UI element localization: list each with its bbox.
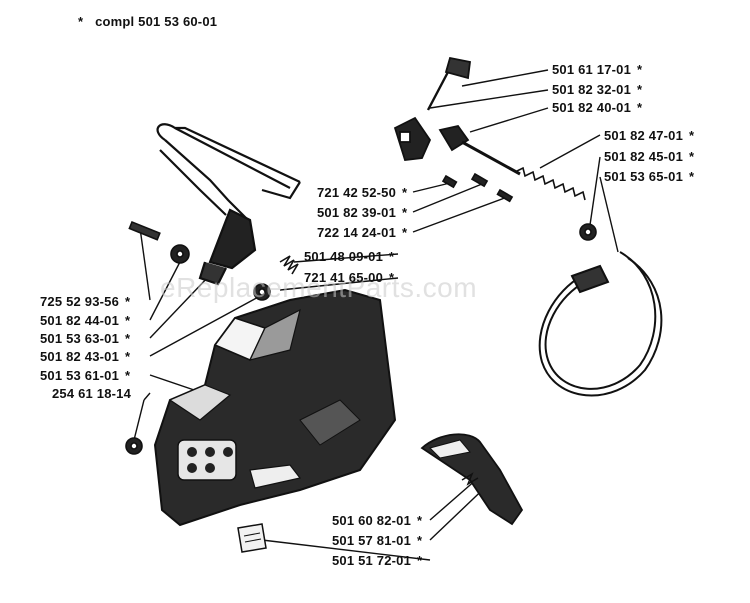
- part-number: 501 51 72-01: [332, 553, 412, 568]
- part-number: 501 53 65-01: [604, 169, 684, 184]
- part-number: 501 48 09-01: [304, 249, 384, 264]
- part-label: 725 52 93-56 *: [40, 294, 130, 309]
- part-number: 725 52 93-56: [40, 294, 120, 309]
- star-marker: *: [402, 225, 408, 240]
- part-number: 501 53 61-01: [40, 368, 120, 383]
- part-label: 501 82 44-01 *: [40, 313, 130, 328]
- part-number: 501 82 39-01: [317, 205, 397, 220]
- assembly-note-text: compl 501 53 60-01: [95, 14, 218, 29]
- star-marker: *: [689, 169, 695, 184]
- star-marker: *: [417, 533, 423, 548]
- part-label: 501 82 40-01 *: [552, 100, 642, 115]
- star-marker: *: [125, 313, 131, 328]
- part-number: 501 82 45-01: [604, 149, 684, 164]
- part-number: 501 60 82-01: [332, 513, 412, 528]
- star-marker: *: [637, 62, 643, 77]
- part-number: 501 82 44-01: [40, 313, 120, 328]
- part-label: 501 82 45-01 *: [604, 149, 694, 164]
- part-number: 501 82 32-01: [552, 82, 632, 97]
- star-marker: *: [402, 185, 408, 200]
- rod-spring: [514, 166, 586, 201]
- part-label: 254 61 18-14: [52, 386, 131, 401]
- star-marker: *: [389, 270, 395, 285]
- part-number: 722 14 24-01: [317, 225, 397, 240]
- part-label: 501 53 65-01 *: [604, 169, 694, 184]
- star-marker: *: [125, 349, 131, 364]
- part-label: 721 42 52-50 *: [317, 185, 407, 200]
- part-number: 501 82 43-01: [40, 349, 120, 364]
- star-marker: *: [637, 100, 643, 115]
- tension-knob-assembly: [393, 56, 521, 176]
- middle-spring: [279, 255, 299, 275]
- part-number: 501 53 63-01: [40, 331, 120, 346]
- small-plate: [237, 523, 267, 553]
- watermark: eReplacementParts.com: [160, 272, 478, 303]
- part-label: 501 82 39-01 *: [317, 205, 407, 220]
- part-number: 721 42 52-50: [317, 185, 397, 200]
- part-label: 721 41 65-00 *: [304, 270, 394, 285]
- part-label: 501 82 43-01 *: [40, 349, 130, 364]
- part-label: 501 53 63-01 *: [40, 331, 130, 346]
- star-marker: *: [125, 331, 131, 346]
- part-label: 501 51 72-01 *: [332, 553, 422, 568]
- front-handle: [156, 123, 301, 286]
- part-label: 501 60 82-01 *: [332, 513, 422, 528]
- part-number: 501 61 17-01: [552, 62, 632, 77]
- star-marker: *: [689, 128, 695, 143]
- part-number: 501 82 40-01: [552, 100, 632, 115]
- brake-lever: [420, 433, 524, 526]
- star-marker: *: [417, 553, 423, 568]
- part-number: 721 41 65-00: [304, 270, 384, 285]
- part-number: 501 57 81-01: [332, 533, 412, 548]
- part-label: 501 57 81-01 *: [332, 533, 422, 548]
- small-pins: [441, 172, 597, 241]
- star-marker: *: [389, 249, 395, 264]
- part-number: 254 61 18-14: [52, 386, 132, 401]
- part-label: 722 14 24-01 *: [317, 225, 407, 240]
- part-label: 501 61 17-01 *: [552, 62, 642, 77]
- bolt-and-washers: [125, 220, 271, 455]
- part-label: 501 48 09-01 *: [304, 249, 394, 264]
- star-marker: *: [689, 149, 695, 164]
- part-label: 501 82 32-01 *: [552, 82, 642, 97]
- brake-band: [538, 251, 663, 397]
- star-marker: *: [125, 294, 131, 309]
- star-marker: *: [637, 82, 643, 97]
- chain-brake-cover: [153, 288, 397, 527]
- assembly-note: * compl 501 53 60-01: [78, 14, 217, 29]
- star-marker: *: [417, 513, 423, 528]
- star-marker: *: [402, 205, 408, 220]
- assembly-note-star: *: [78, 14, 84, 29]
- part-label: 501 53 61-01 *: [40, 368, 130, 383]
- part-label: 501 82 47-01 *: [604, 128, 694, 143]
- part-number: 501 82 47-01: [604, 128, 684, 143]
- star-marker: *: [125, 368, 131, 383]
